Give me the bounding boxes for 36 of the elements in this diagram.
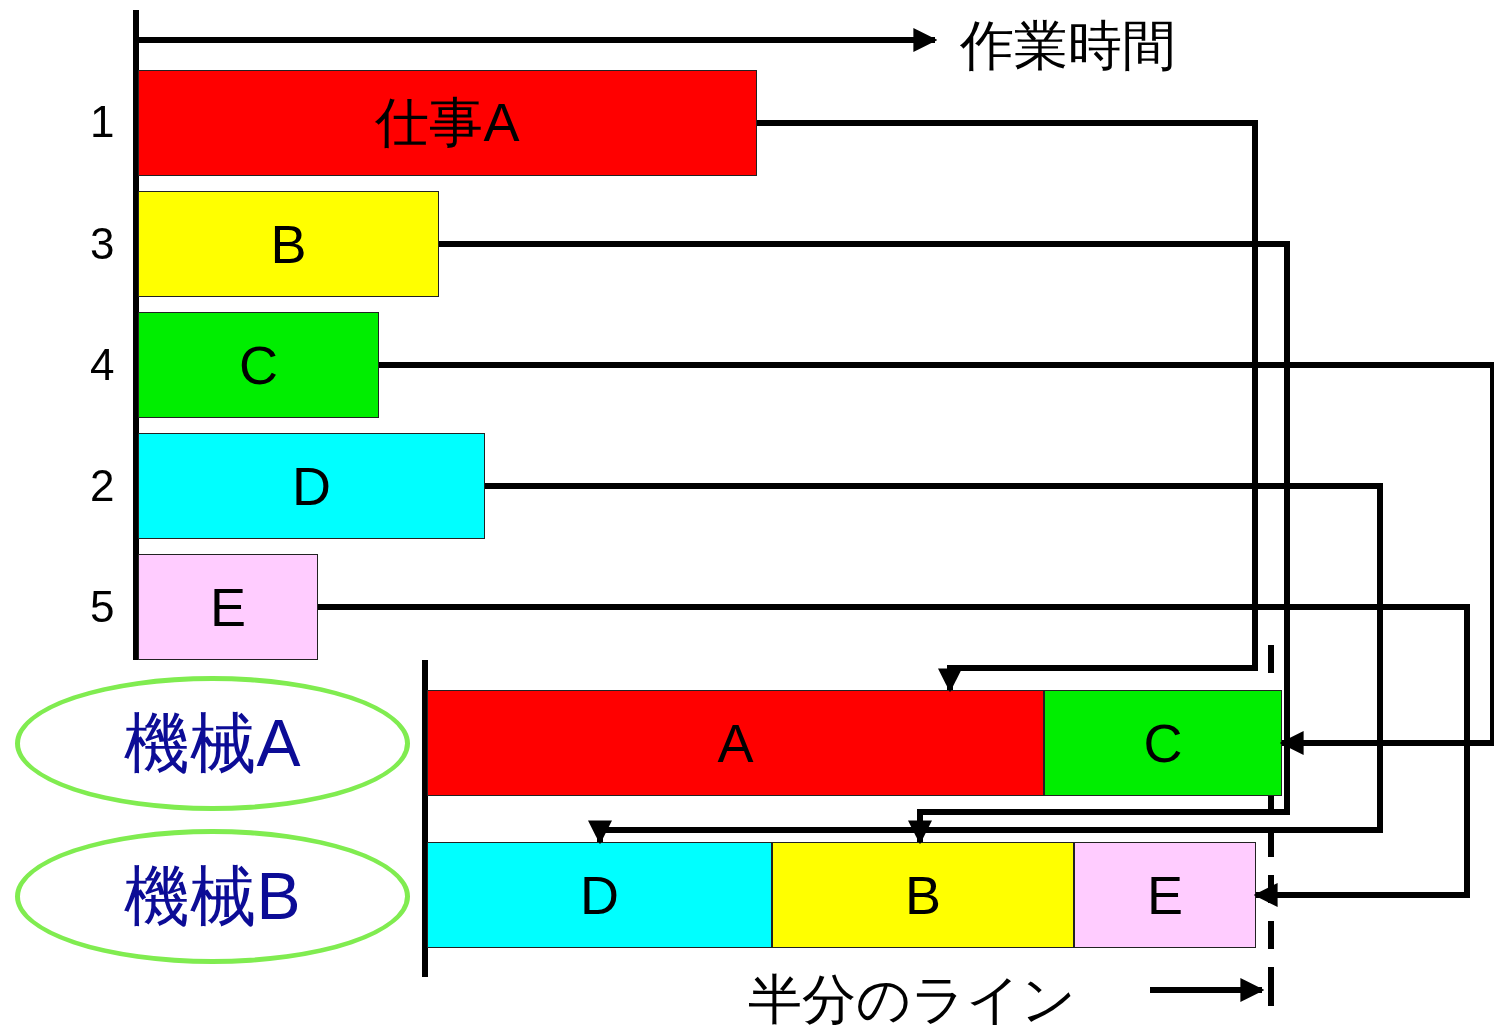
order-number: 1 [90, 100, 115, 144]
node-label: 機械B [124, 857, 301, 935]
machine-ellipse [15, 829, 410, 964]
node-label: E [1147, 864, 1183, 926]
node-label: B [905, 864, 941, 926]
node-label: B [270, 213, 307, 275]
node-label: D [292, 455, 331, 517]
order-number: 4 [90, 343, 115, 387]
node-label: 機械A [124, 704, 301, 782]
order-number: 5 [90, 585, 115, 629]
schedule-block [1044, 690, 1282, 796]
node-label: D [580, 864, 619, 926]
schedule-block [772, 842, 1074, 948]
machine-ellipse [15, 676, 410, 811]
connector-arrow [485, 483, 1383, 845]
order-number: 2 [90, 464, 115, 508]
node-label: A [717, 712, 754, 774]
job-bar [138, 433, 485, 539]
connector-arrow [318, 604, 1470, 907]
schedule-block [1074, 842, 1256, 948]
node-label: C [239, 334, 278, 396]
job-bar [138, 70, 757, 176]
node-label: E [210, 576, 246, 638]
schedule-block [427, 842, 772, 948]
schedule-block [427, 690, 1044, 796]
axis-label: 半分のライン [748, 972, 1076, 1026]
node-label: 仕事A [375, 90, 520, 154]
connector-arrow [379, 362, 1494, 755]
connector-arrow [439, 241, 1290, 845]
axis-label: 作業時間 [960, 18, 1176, 72]
job-bar [138, 191, 439, 297]
order-number: 3 [90, 222, 115, 266]
job-bar [138, 554, 318, 660]
job-bar [138, 312, 379, 418]
node-label: C [1143, 712, 1183, 774]
connector-arrow [757, 120, 1258, 693]
